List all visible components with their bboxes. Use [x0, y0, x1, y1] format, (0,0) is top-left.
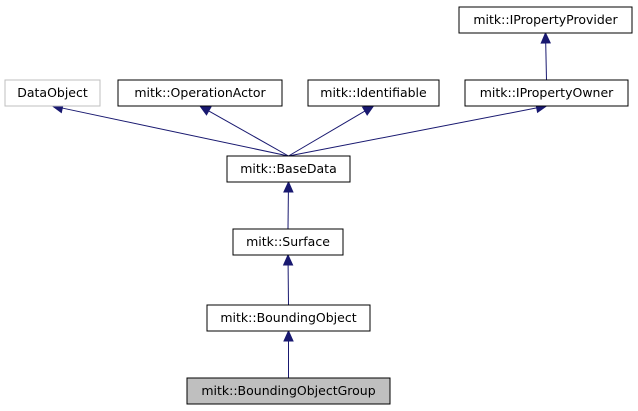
node-identifiable[interactable]: mitk::Identifiable [307, 79, 440, 107]
node-label: mitk::OperationActor [134, 85, 266, 100]
node-bounding-object[interactable]: mitk::BoundingObject [206, 304, 371, 332]
edge-arrowhead [361, 105, 375, 116]
node-label: DataObject [17, 85, 88, 100]
node-label: mitk::IPropertyProvider [473, 12, 618, 27]
node-data-object: DataObject [4, 79, 101, 107]
edge-arrowhead [282, 253, 294, 266]
inheritance-edge [288, 105, 375, 157]
node-surface[interactable]: mitk::Surface [232, 228, 344, 256]
node-label: mitk::BoundingObjectGroup [201, 383, 375, 398]
inheritance-edge [283, 329, 294, 378]
node-label: mitk::BaseData [240, 161, 337, 176]
class-nodes: mitk::IPropertyProvider DataObject mitk:… [4, 6, 633, 405]
edge-line [208, 110, 289, 157]
edge-line [288, 110, 366, 157]
inheritance-edge [282, 253, 294, 306]
edge-arrowhead [283, 180, 294, 193]
node-label: mitk::Identifiable [320, 85, 427, 100]
node-label: mitk::BoundingObject [220, 310, 356, 325]
node-iproperty-provider[interactable]: mitk::IPropertyProvider [458, 6, 633, 34]
node-label: mitk::Surface [246, 234, 330, 249]
node-operation-actor[interactable]: mitk::OperationActor [117, 79, 283, 107]
edge-arrowhead [198, 105, 212, 116]
inheritance-edge [198, 105, 289, 157]
edge-arrowhead [283, 329, 294, 342]
edge-line [62, 107, 289, 157]
edge-line [545, 42, 547, 81]
inheritance-edge [283, 180, 294, 230]
inheritance-edge [288, 102, 548, 157]
inheritance-edge [51, 103, 289, 157]
node-label: mitk::IPropertyOwner [480, 85, 614, 100]
edge-arrowhead [540, 31, 551, 44]
node-iproperty-owner[interactable]: mitk::IPropertyOwner [464, 79, 629, 107]
inheritance-edge [540, 31, 551, 81]
node-bounding-object-group: mitk::BoundingObjectGroup [186, 377, 391, 405]
node-base-data[interactable]: mitk::BaseData [226, 155, 351, 183]
edge-line [288, 107, 537, 157]
